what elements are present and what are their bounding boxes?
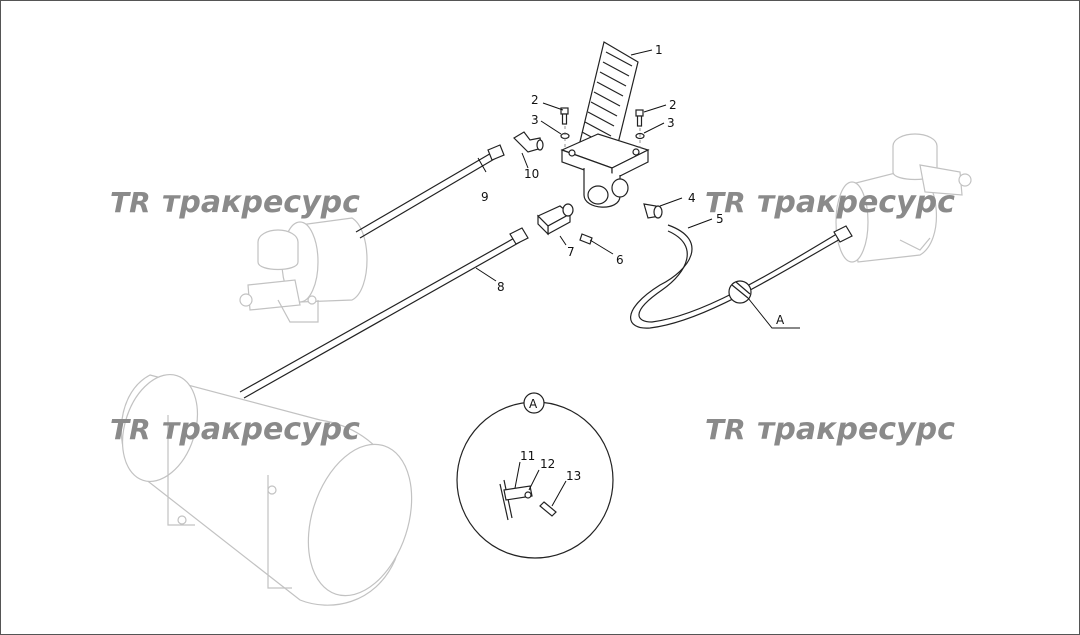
- watermark-logo: TR: [110, 186, 151, 219]
- callout-10: 10: [524, 167, 539, 181]
- watermark-logo: TR: [705, 186, 746, 219]
- watermark-top-right: TR тракресурс: [705, 185, 955, 220]
- watermark-text: тракресурс: [757, 185, 955, 220]
- callout-2-left: 2: [531, 93, 539, 107]
- callout-6: 6: [616, 253, 624, 267]
- watermark-text: тракресурс: [757, 412, 955, 447]
- line-8-nut: [509, 227, 529, 245]
- watermark-bottom-left: TR тракресурс: [110, 412, 360, 447]
- callout-4: 4: [688, 191, 696, 205]
- elbow-fitting-10: [513, 131, 544, 153]
- callout-13: 13: [566, 469, 581, 483]
- tee-fitting-7: [536, 203, 574, 236]
- callout-8: 8: [497, 280, 505, 294]
- fitting-4: [643, 203, 663, 219]
- hose-5: [630, 224, 843, 329]
- hose-5-inner: [638, 230, 841, 323]
- callout-2-right: 2: [669, 98, 677, 112]
- left-brake-chamber: [239, 217, 368, 323]
- watermark-top-left: TR тракресурс: [110, 185, 360, 220]
- line-5-nut: [833, 225, 853, 243]
- line-9-nut: [487, 144, 505, 161]
- callout-3-right: 3: [667, 116, 675, 130]
- callout-1: 1: [655, 43, 663, 57]
- callout-3-left: 3: [531, 113, 539, 127]
- brake-valve: [560, 133, 650, 208]
- right-brake-chamber: [835, 133, 972, 263]
- callout-12: 12: [540, 457, 555, 471]
- fitting-6: [579, 233, 593, 245]
- air-line-9: [355, 151, 497, 239]
- air-tank: [120, 373, 413, 606]
- leader-lines: [475, 49, 800, 507]
- callout-7: 7: [567, 245, 575, 259]
- callout-5: 5: [716, 212, 724, 226]
- air-line-8: [239, 235, 521, 399]
- bolt-2-left: [560, 107, 569, 125]
- view-label-a: A: [776, 313, 785, 327]
- watermark-logo: TR: [705, 413, 746, 446]
- callout-11: 11: [520, 449, 535, 463]
- detail-circle-label-a: A: [529, 397, 538, 411]
- callout-9: 9: [481, 190, 489, 204]
- watermark-text: тракресурс: [162, 185, 360, 220]
- hose-clamp-a: [728, 280, 752, 304]
- watermark-bottom-right: TR тракресурс: [705, 412, 955, 447]
- bolt-2-right: [635, 109, 644, 127]
- watermark-text: тракресурс: [162, 412, 360, 447]
- watermark-logo: TR: [110, 413, 151, 446]
- detail-view-a: [456, 392, 614, 559]
